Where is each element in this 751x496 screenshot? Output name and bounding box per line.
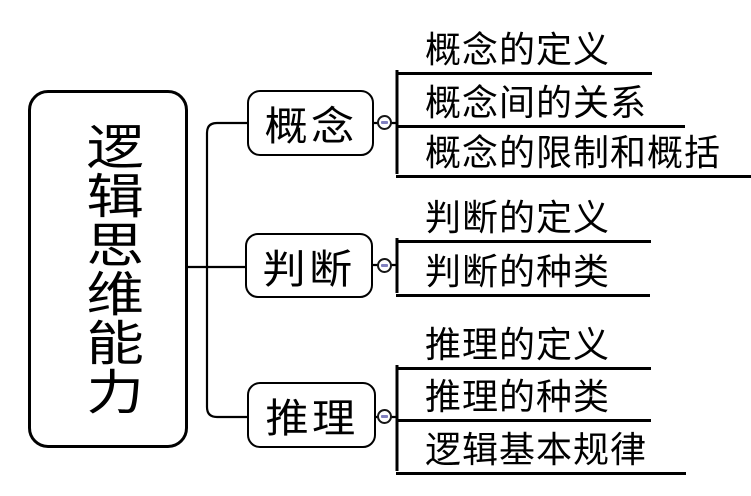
leaf-topic-label: 推理的定义: [425, 325, 611, 366]
leaf-topic[interactable]: 概念的限制和概括: [396, 129, 751, 178]
minus-glyph: [381, 121, 388, 124]
leaf-topic[interactable]: 逻辑基本规律: [396, 426, 686, 475]
leaf-topic-label: 推理的种类: [425, 377, 611, 418]
branch-node-judgment-label: 判断: [262, 246, 356, 292]
leaf-topic[interactable]: 概念的定义: [396, 26, 652, 75]
leaf-topic[interactable]: 概念间的关系: [396, 79, 685, 128]
root-node-label: 逻辑思维能力: [76, 122, 141, 416]
leaf-topic-label: 逻辑基本规律: [425, 430, 648, 471]
leaf-topic-label: 判断的种类: [425, 252, 611, 293]
leaf-topic-label: 判断的定义: [425, 198, 611, 239]
leaf-topic-label: 概念间的关系: [425, 83, 648, 124]
branch-node-judgment[interactable]: 判断: [245, 233, 373, 298]
leaf-topic-label: 概念的定义: [425, 30, 611, 71]
leaf-topic[interactable]: 推理的定义: [396, 321, 651, 370]
root-node[interactable]: 逻辑思维能力: [28, 90, 188, 448]
collapse-minus-icon[interactable]: [377, 258, 392, 273]
leaf-topic[interactable]: 推理的种类: [396, 373, 651, 422]
branch-node-reasoning[interactable]: 推理: [247, 382, 376, 448]
minus-glyph: [381, 415, 388, 418]
collapse-minus-icon[interactable]: [377, 409, 392, 424]
leaf-topic[interactable]: 判断的定义: [396, 194, 651, 243]
branch-node-concept[interactable]: 概念: [247, 90, 374, 156]
leaf-topic-label: 概念的限制和概括: [425, 133, 722, 174]
branch-node-reasoning-label: 推理: [265, 396, 358, 441]
minus-glyph: [381, 264, 388, 267]
collapse-minus-icon[interactable]: [377, 115, 392, 130]
leaf-topic[interactable]: 判断的种类: [396, 248, 650, 297]
branch-node-concept-label: 概念: [264, 104, 357, 149]
